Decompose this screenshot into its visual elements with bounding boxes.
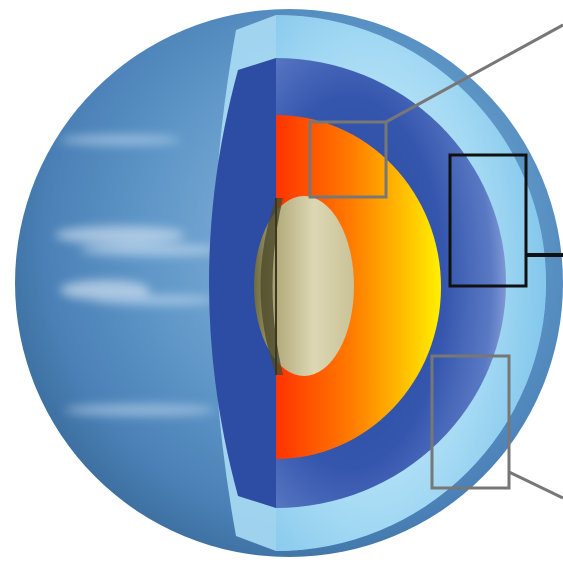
callout-lower-mantle	[430, 354, 563, 500]
cloud-bands	[55, 135, 220, 416]
callout-core-shell	[308, 23, 563, 199]
inner-core	[254, 196, 354, 376]
callout-mantle	[448, 153, 563, 288]
